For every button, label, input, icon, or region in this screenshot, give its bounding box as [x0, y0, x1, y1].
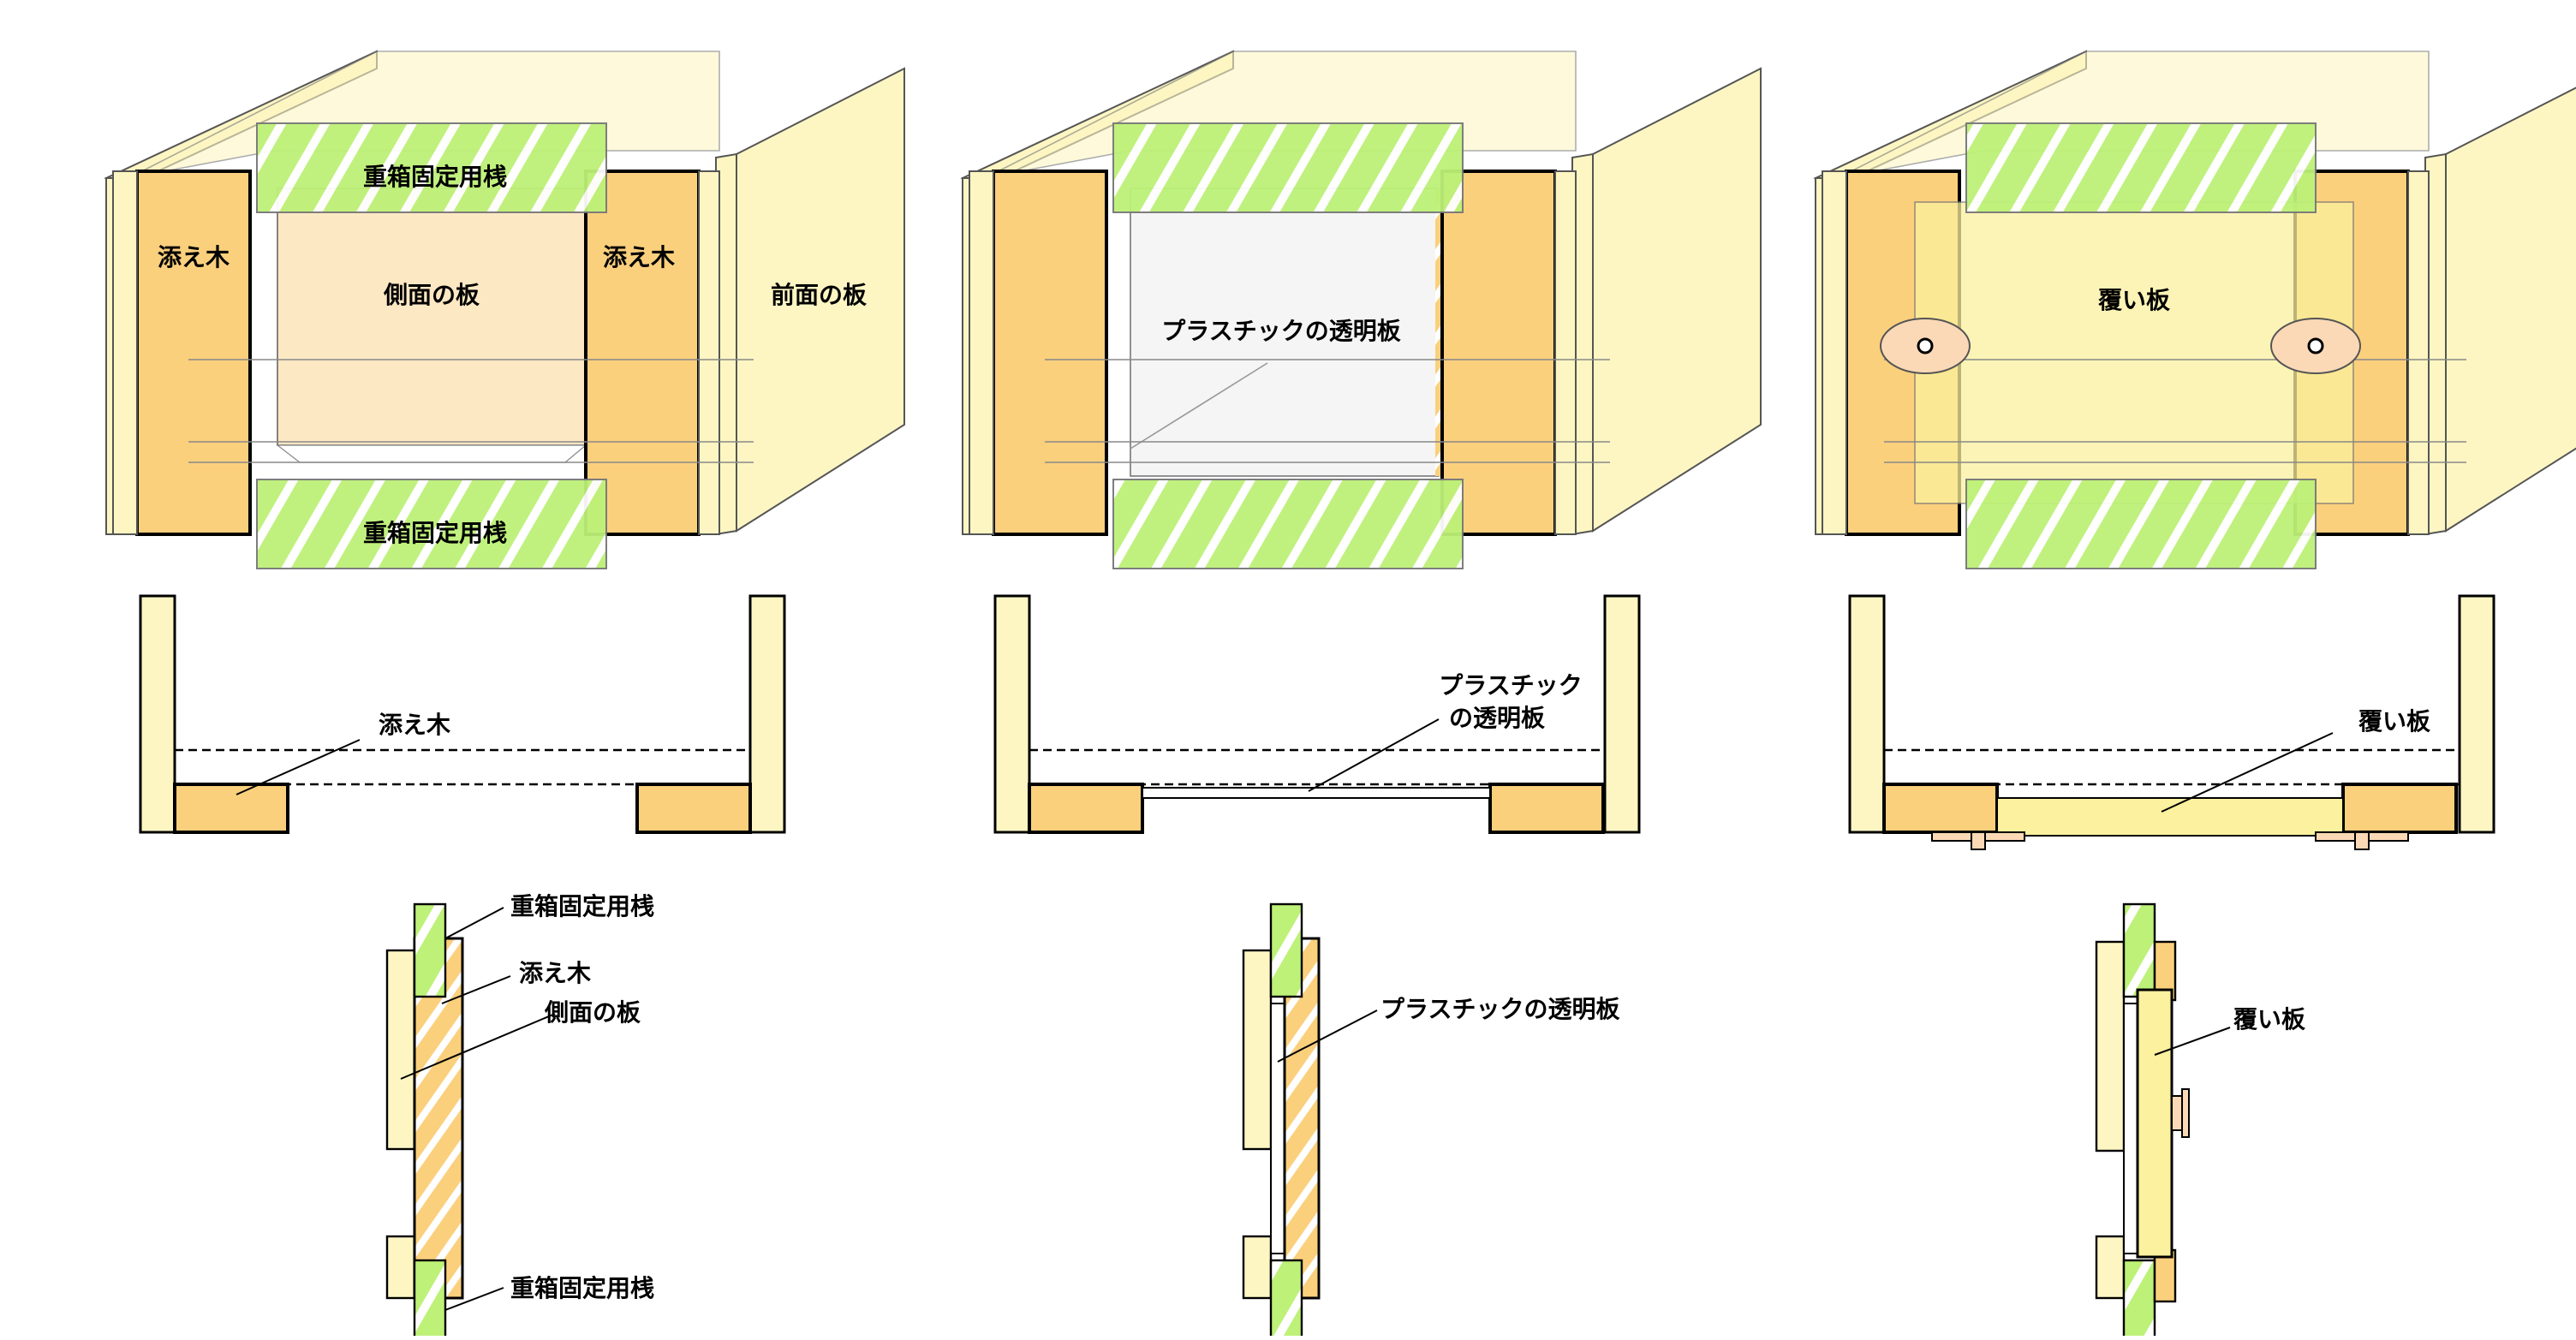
- label-splint-right: 添え木: [603, 243, 675, 271]
- panel-2-3d-plastic: プラスチックの透明板: [960, 50, 1762, 569]
- label-batten-side-bottom: 重箱固定用桟: [510, 1274, 654, 1302]
- section-top-3: 覆い板: [1848, 594, 2496, 850]
- panel-3-3d-cover: 覆い板: [1813, 50, 2576, 569]
- label-splint-section: 添え木: [379, 711, 450, 739]
- label-cover-section: 覆い板: [2358, 707, 2430, 736]
- label-splint-side: 添え木: [519, 959, 591, 987]
- label-batten-top: 重箱固定用桟: [363, 163, 507, 191]
- label-side-board: 側面の板: [383, 281, 480, 309]
- label-front-board: 前面の板: [771, 281, 867, 309]
- section-side-1: 重箱固定用桟 添え木 側面の板 重箱固定用桟: [385, 892, 654, 1340]
- label-plastic-section-line1: プラスチック: [1439, 671, 1582, 700]
- knob-left: [1880, 318, 1971, 374]
- label-splint-left: 添え木: [158, 243, 230, 271]
- label-batten-side-top: 重箱固定用桟: [510, 892, 654, 920]
- label-plastic-side: プラスチックの透明板: [1380, 995, 1619, 1023]
- label-plastic-section-line2: の透明板: [1449, 704, 1545, 732]
- section-side-2: プラスチックの透明板: [1242, 902, 1619, 1340]
- section-top-1: 添え木: [139, 594, 786, 834]
- label-cover-side: 覆い板: [2233, 1005, 2305, 1033]
- section-top-2: プラスチック の透明板: [993, 594, 1641, 834]
- panel-1-3d-side-board: 重箱固定用桟 重箱固定用桟 添え木 添え木 側面の板 前面の板: [104, 50, 905, 569]
- knob-right: [2270, 318, 2361, 374]
- label-cover-3d: 覆い板: [2097, 286, 2170, 314]
- label-plastic-3d: プラスチックの透明板: [1161, 317, 1400, 345]
- section-side-3: 覆い板: [2095, 902, 2305, 1340]
- label-batten-bottom: 重箱固定用桟: [363, 519, 507, 547]
- label-side-board-side: 側面の板: [544, 998, 641, 1027]
